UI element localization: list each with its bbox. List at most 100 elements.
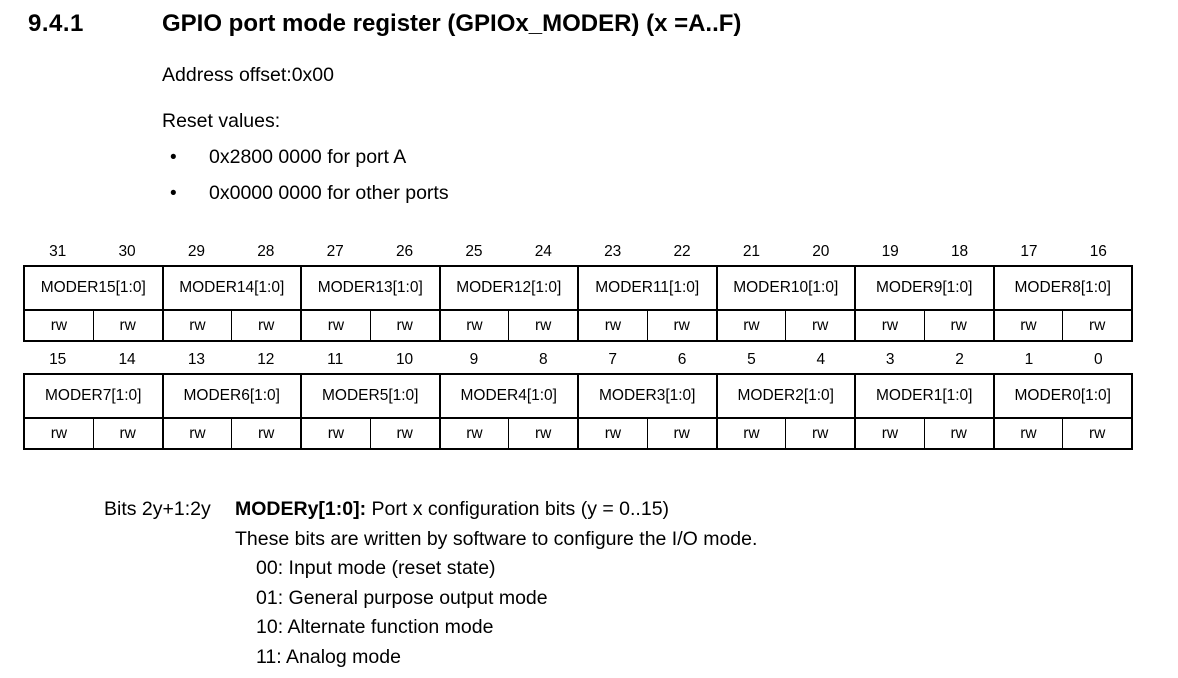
mode-option: 01: General purpose output mode [256, 586, 548, 609]
bit-number: 28 [257, 243, 275, 260]
field-cell: MODER4[1:0] [438, 373, 579, 419]
access-cell: rw [785, 417, 857, 450]
field-cell: MODER5[1:0] [300, 373, 441, 419]
access-cell: rw [369, 309, 441, 342]
bit-number: 7 [608, 351, 617, 368]
access-cell: rw [22, 309, 94, 342]
access-cell: rw [92, 417, 164, 450]
bit-number: 31 [49, 243, 67, 260]
reset-values-label: Reset values: [162, 110, 281, 132]
bit-number: 15 [49, 351, 67, 368]
bit-number: 6 [677, 351, 687, 368]
access-cell: rw [853, 309, 925, 342]
bit-number: 25 [465, 243, 483, 260]
access-cell: rw [438, 309, 510, 342]
access-cell: rw [22, 417, 94, 450]
field-cell: MODER1[1:0] [854, 373, 995, 419]
access-cell: rw [369, 417, 441, 450]
access-cell: rw [785, 309, 857, 342]
access-cell: rw [646, 309, 718, 342]
reset-value-other-ports: 0x0000 0000 for other ports [209, 182, 449, 204]
bit-number: 4 [816, 351, 826, 368]
field-cell: MODER15[1:0] [23, 265, 164, 311]
bit-number: 14 [118, 351, 136, 368]
field-cell: MODER0[1:0] [992, 373, 1133, 419]
mode-option: 11: Analog mode [256, 645, 401, 668]
description-first-line: Bits 2y+1:2y MODERy[1:0]: Port x configu… [104, 495, 757, 525]
field-cell: MODER2[1:0] [715, 373, 856, 419]
bit-number: 2 [955, 351, 964, 368]
access-cell: rw [508, 309, 580, 342]
field-cell: MODER8[1:0] [992, 265, 1133, 311]
access-cell: rw [1062, 309, 1134, 342]
bit-number: 27 [326, 243, 344, 260]
access-cell: rw [576, 309, 648, 342]
access-cell: rw [923, 417, 995, 450]
access-cell: rw [715, 417, 787, 450]
bullet-icon: • [170, 147, 177, 168]
field-name: MODERy[1:0]: [235, 498, 367, 520]
field-cell: MODER13[1:0] [300, 265, 441, 311]
bit-field-description: Bits 2y+1:2y MODERy[1:0]: Port x configu… [104, 495, 757, 672]
bit-number: 11 [327, 351, 344, 368]
section-number: 9.4.1 [28, 10, 84, 37]
bit-number: 10 [395, 351, 414, 368]
section-heading: 9.4.1 GPIO port mode register (GPIOx_MOD… [0, 0, 1178, 38]
bullet-icon: • [170, 183, 177, 204]
register-bit-table: MODER7[1:0]MODER6[1:0]MODER5[1:0]MODER4[… [22, 373, 1134, 450]
page-title: GPIO port mode register (GPIOx_MODER) (x… [162, 10, 742, 37]
access-cell: rw [231, 417, 303, 450]
access-cell: rw [576, 417, 648, 450]
access-cell: rw [923, 309, 995, 342]
bit-number: 16 [1089, 243, 1107, 260]
field-definition: MODERy[1:0]: Port x configuration bits (… [235, 495, 669, 525]
access-cell: rw [1062, 417, 1134, 450]
bit-number: 9 [469, 351, 479, 368]
access-cell: rw [231, 309, 303, 342]
bit-number: 29 [187, 243, 206, 260]
access-cell: rw [508, 417, 580, 450]
access-cell: rw [299, 309, 371, 342]
field-summary: Port x configuration bits (y = 0..15) [366, 498, 670, 520]
access-cell: rw [161, 417, 233, 450]
mode-option: 00: Input mode (reset state) [256, 557, 496, 579]
access-cell: rw [992, 417, 1064, 450]
field-cell: MODER11[1:0] [577, 265, 718, 311]
bit-number: 21 [742, 243, 761, 260]
field-cell: MODER3[1:0] [577, 373, 718, 419]
address-offset: Address offset:0x00 [162, 64, 334, 86]
bit-number: 20 [812, 243, 830, 260]
bit-number: 0 [1094, 351, 1103, 368]
bit-number: 5 [747, 351, 756, 368]
field-detail: These bits are written by software to co… [235, 527, 758, 550]
bit-number: 24 [534, 243, 552, 260]
bit-number: 13 [187, 351, 206, 368]
mode-options-list: 00: Input mode (reset state) 01: General… [256, 554, 757, 672]
access-cell: rw [853, 417, 925, 450]
list-item: • 0x0000 0000 for other ports [162, 182, 1178, 218]
bit-number: 1 [1024, 351, 1034, 368]
access-cell: rw [92, 309, 164, 342]
bit-number: 22 [673, 243, 691, 260]
field-cell: MODER12[1:0] [438, 265, 579, 311]
access-cell: rw [438, 417, 510, 450]
bits-range-label: Bits 2y+1:2y [104, 498, 211, 520]
bit-number: 30 [118, 243, 136, 260]
list-item: • 0x2800 0000 for port A [162, 146, 1178, 182]
field-cell: MODER14[1:0] [161, 265, 302, 311]
access-cell: rw [992, 309, 1064, 342]
bit-number: 17 [1020, 243, 1038, 260]
access-cell: rw [646, 417, 718, 450]
bit-number: 8 [539, 351, 548, 368]
register-intro: Address offset:0x00 Reset values: • 0x28… [162, 64, 1178, 218]
access-cell: rw [299, 417, 371, 450]
access-cell: rw [715, 309, 787, 342]
field-cell: MODER10[1:0] [715, 265, 856, 311]
reset-value-port-a: 0x2800 0000 for port A [209, 146, 407, 168]
field-cell: MODER6[1:0] [161, 373, 302, 419]
